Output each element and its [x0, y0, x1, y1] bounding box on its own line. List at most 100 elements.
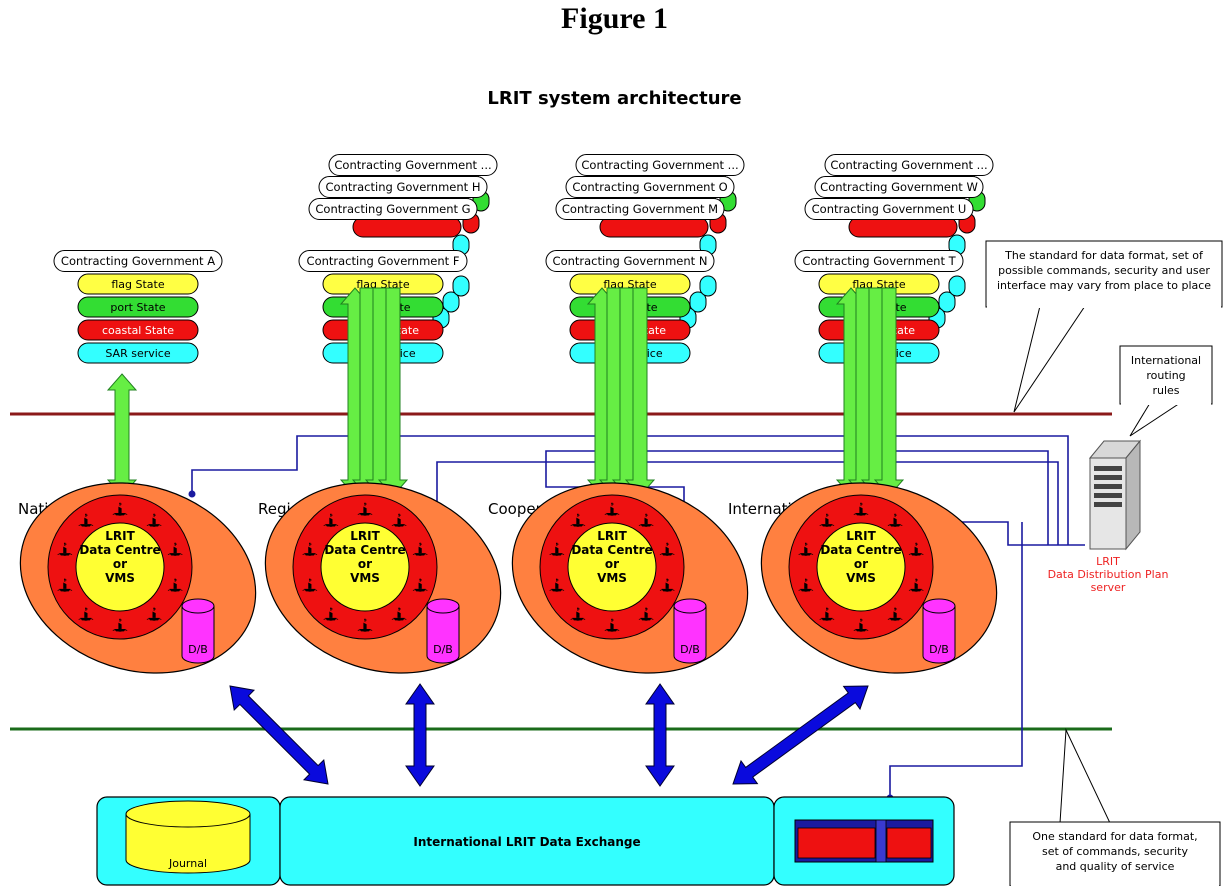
data-centre-text-regional-2: Data Centre	[324, 543, 405, 557]
data-centre-cooperative	[567, 522, 657, 612]
data-centre-text-international-4: VMS	[846, 571, 876, 585]
journal-label: Journal	[168, 857, 207, 870]
journal-cylinder-top	[125, 800, 251, 828]
state-layer-label-national-4: SAR service	[105, 347, 170, 360]
server-bay	[1094, 466, 1122, 471]
data-centre-text-national-4: VMS	[105, 571, 135, 585]
side-tab-regional-1	[442, 291, 460, 313]
side-tab-international-1	[938, 291, 956, 313]
callout-one-standard: One standard for data format,set of comm…	[1009, 728, 1221, 886]
database-label-national: D/B	[188, 643, 208, 656]
data-centre-text-cooperative-2: Data Centre	[571, 543, 652, 557]
green-arrow-national-main	[106, 373, 138, 497]
server-side	[1125, 439, 1141, 551]
stacked-government-pill-regional-3-box	[308, 198, 478, 220]
tier-cooperative: Contracting Government ... Contracting Go…	[488, 154, 749, 674]
state-layer-label-national-3: coastal State	[102, 324, 174, 337]
data-centre-text-international-2: Data Centre	[820, 543, 901, 557]
side-tab-international-2	[948, 275, 966, 297]
government-pill-national-box	[53, 250, 223, 272]
stacked-government-pill-cooperative-3-box	[555, 198, 725, 220]
stacked-government-pill-international-1-box	[824, 154, 994, 176]
database-label-cooperative: D/B	[680, 643, 700, 656]
blue-arrow-regional	[405, 683, 435, 787]
data-centre-text-international-1: LRIT	[846, 529, 876, 543]
callout-standards-vary-tail	[1013, 305, 1086, 413]
server-label-3: server	[1091, 581, 1126, 594]
callout-one-standard-line-3: and quality of service	[1056, 860, 1175, 873]
callout-routing-rules-line-1: International	[1131, 354, 1201, 367]
database-label-regional: D/B	[433, 643, 453, 656]
state-layer-label-national-2: port State	[110, 301, 165, 314]
stacked-government-pill-cooperative-1-box	[575, 154, 745, 176]
database-body-regional	[426, 606, 460, 664]
government-pill-national-label: Contracting Government A	[61, 254, 215, 268]
data-centre-text-national-2: Data Centre	[79, 543, 160, 557]
exchange-wire	[889, 522, 1023, 798]
state-layer-national-1	[77, 273, 199, 295]
router-divider	[875, 819, 887, 863]
government-pill-international-box	[794, 250, 964, 272]
database-body-national	[181, 606, 215, 664]
government-pill-regional-box	[298, 250, 468, 272]
blue-arrow-cooperative	[645, 683, 675, 787]
callout-standards-vary-box	[985, 240, 1223, 308]
server-bay	[1094, 493, 1122, 498]
database-top-national	[181, 598, 215, 614]
callout-standards-vary: The standard for data format, set of poss…	[985, 240, 1223, 413]
state-layer-national-3	[77, 319, 199, 341]
data-centre-international	[816, 522, 906, 612]
wire-connector-dot-1	[188, 490, 196, 498]
government-pill-cooperative-box	[545, 250, 715, 272]
tier-national: Contracting Government A flag State port S…	[18, 250, 257, 674]
distribution-wire-1	[191, 435, 1069, 545]
distribution-wire-3	[545, 450, 1049, 545]
side-tab-cooperative-2	[699, 275, 717, 297]
government-pill-international-label: Contracting Government T	[802, 254, 956, 268]
callout-routing-rules-box	[1119, 345, 1213, 405]
distribution-wire-4	[934, 521, 1085, 546]
stacked-government-pill-cooperative-1-label: Contracting Government ...	[581, 158, 738, 172]
callout-routing-rules-tail	[1129, 402, 1182, 437]
database-body-cooperative	[673, 606, 707, 664]
callout-routing-rules-line-3: rules	[1152, 384, 1179, 397]
router-panel-right	[886, 827, 932, 859]
data-centre-text-national-3: or	[113, 557, 127, 571]
stacked-government-pill-regional-1-label: Contracting Government ...	[334, 158, 491, 172]
server-bay	[1094, 475, 1122, 480]
stacked-government-pill-regional-3-label: Contracting Government G	[315, 202, 470, 216]
database-body-international	[922, 606, 956, 664]
callout-standards-vary-line-1: The standard for data format, set of	[1004, 249, 1204, 262]
stacked-government-pill-international-2-label: Contracting Government W	[820, 180, 978, 194]
government-pill-regional-label: Contracting Government F	[307, 254, 460, 268]
government-pill-cooperative-label: Contracting Government N	[553, 254, 708, 268]
database-top-cooperative	[673, 598, 707, 614]
stacked-government-pill-regional-2-box	[318, 176, 488, 198]
data-centre-text-cooperative-4: VMS	[597, 571, 627, 585]
distribution-wire-2	[436, 461, 1059, 545]
blue-arrow-international	[732, 685, 869, 785]
stacked-government-pill-regional-2-label: Contracting Government H	[326, 180, 481, 194]
data-centre-regional	[320, 522, 410, 612]
data-centre-text-regional-1: LRIT	[350, 529, 380, 543]
stacked-government-pill-international-2-box	[814, 176, 984, 198]
callout-standards-vary-line-2: possible commands, security and user	[998, 264, 1210, 277]
server-bay	[1094, 484, 1122, 489]
state-layer-label-national-1: flag State	[111, 278, 164, 291]
state-layer-national-4	[77, 342, 199, 364]
data-centre-text-regional-4: VMS	[350, 571, 380, 585]
stacked-government-pill-international-1-label: Contracting Government ...	[830, 158, 987, 172]
stacked-government-pill-cooperative-3-label: Contracting Government M	[562, 202, 718, 216]
stacked-government-international-3: Contracting Government U	[804, 198, 974, 256]
state-layer-national-2	[77, 296, 199, 318]
tier-international: Contracting Government ... Contracting Go…	[728, 154, 998, 674]
server-label-2: Data Distribution Plan	[1048, 568, 1169, 581]
server-bay	[1094, 502, 1122, 507]
stacked-government-pill-international-3-label: Contracting Government U	[812, 202, 967, 216]
server-label-1: LRIT	[1096, 555, 1120, 568]
stacked-government-pill-regional-1-box	[328, 154, 498, 176]
exchange-label: International LRIT Data Exchange	[413, 835, 640, 849]
figure-title: Figure 1	[561, 2, 668, 35]
